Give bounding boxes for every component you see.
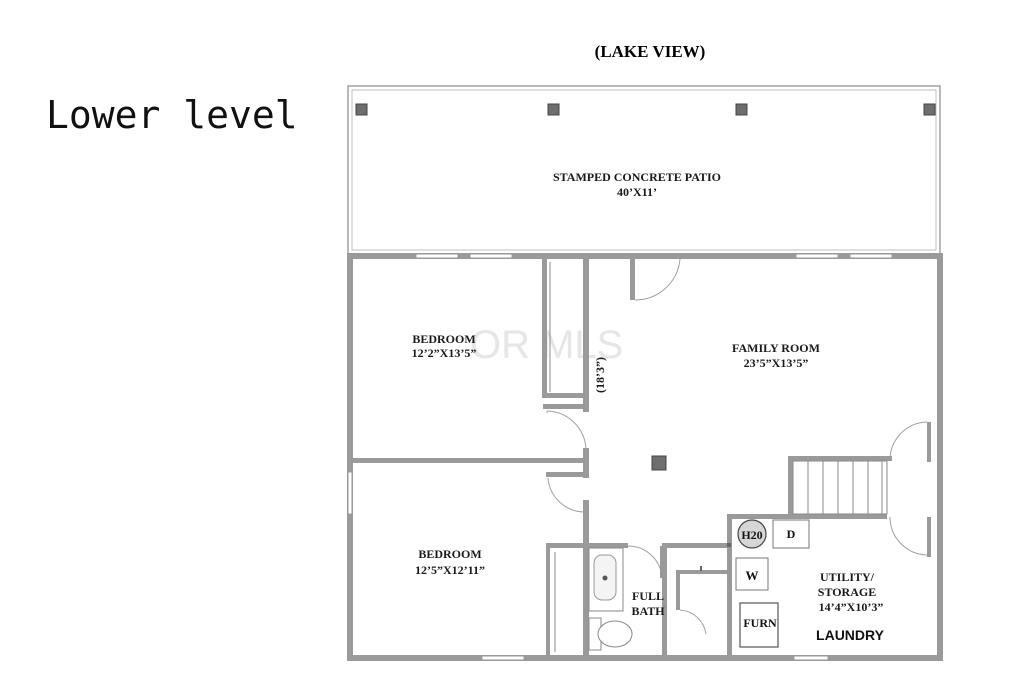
patio-post [923,103,936,116]
furnace-label: FURN [743,616,777,630]
washer-label: W [746,568,759,583]
patio-door [630,255,681,301]
patio-post [355,103,368,116]
staircase [792,460,888,515]
utility-size: 14’4”X10’3” [819,600,884,614]
hall-dimension: (18’3”) [593,357,607,393]
bedroom2-name: BEDROOM [418,547,481,561]
window [849,253,893,259]
family-room-name: FAMILY ROOM [732,341,820,355]
window [481,655,525,661]
door-exterior-2 [889,516,931,557]
orientation-label: (LAKE VIEW) [595,42,706,61]
bedroom1-size: 12’2”X13’5” [412,346,477,360]
patio-post [735,103,748,116]
window [469,253,513,259]
door-bath [627,545,663,579]
door-bedroom-2 [547,477,586,513]
patio-post [547,103,560,116]
patio-size: 40’X11’ [617,185,657,199]
bedroom2-size: 12’5”X12’11” [415,563,485,577]
water-heater-icon [737,519,767,549]
family-room-size: 23’5”X13’5” [744,356,809,370]
washer-icon [735,557,769,591]
utility-label-line1: UTILITY/ [820,570,875,584]
door-exterior-1 [889,421,931,462]
bedroom1-name: BEDROOM [412,332,475,346]
shelf-mark [727,543,731,547]
window [793,655,829,661]
door-bedroom-1 [546,410,587,450]
window [347,471,353,515]
bath-label-line2: BATH [631,604,665,618]
utility-label-line2: STORAGE [818,585,876,599]
vanity-icon [588,547,624,612]
door-bath-closet [679,609,707,635]
window [795,253,839,259]
laundry-label: LAUNDRY [816,627,885,643]
toilet-icon [588,617,633,651]
interior-walls [350,257,892,660]
page-title: Lower level [46,93,298,137]
support-post [651,455,667,471]
furnace-icon [739,602,779,648]
window [415,253,459,259]
bath-label-line1: FULL [632,589,664,603]
water-heater-label: H20 [741,528,762,542]
dryer-label: D [787,527,796,541]
exterior-walls [347,253,943,661]
dryer-icon [772,519,810,549]
patio-name: STAMPED CONCRETE PATIO [553,170,721,184]
shelf-mark [700,566,702,571]
